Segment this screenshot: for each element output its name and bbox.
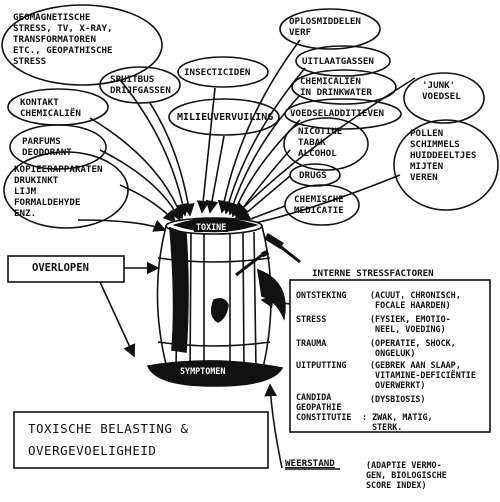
bubble-pollution [168,98,280,136]
bubble-junk [403,72,485,124]
weerstand-label: WEERSTAND [285,458,335,469]
weerstand-desc: (ADAPTIE VERMO- GEN, BIOLOGISCHE SCORE I… [366,460,447,490]
influence-drugs: DRUGS [299,170,327,181]
stress-desc: (OPERATIE, SHOCK, ONGELUK) [370,338,456,358]
stress-term: TRAUMA [296,338,327,348]
stress-term: STRESS [296,314,327,324]
bubble-medication [284,184,360,226]
symptomen-label: SYMPTOMEN [178,366,228,376]
stress-desc: (ACUUT, CHRONISCH, FOCALE HAARDEN) [370,290,461,310]
bubble-pollen [393,119,499,211]
influence-pollen: POLLEN SCHIMMELS HUIDDEELTJES MIJTEN VER… [410,128,477,183]
stress-desc: : ZWAK, MATIG, STERK. [362,412,433,432]
toxine-label: TOXINE [194,222,229,232]
stress-desc: (FYSIEK, EMOTIO- NEEL, VOEDING) [370,314,451,334]
influence-junk-food: 'JUNK' VOEDSEL [422,80,461,102]
stress-term: CANDIDA [296,392,332,402]
influence-drinkwater: CHEMICALIËN IN DRINKWATER [300,76,372,98]
stress-title: INTERNE STRESSFACTOREN [312,268,434,279]
stress-term: CONSTITUTIE [296,412,352,422]
influence-geomagnetic: GEOMAGNETISCHE STRESS, TV, X-RAY, TRANSF… [13,12,113,67]
bubble-solvents [279,8,381,50]
influence-perfume: PARFUMS DEODORANT [22,136,72,158]
bubble-spray [99,66,181,104]
stress-term: ONTSTEKING [296,290,347,300]
diagram-subtitle: OVERGEVOELIGHEID [28,443,157,458]
bubble-nicotine [283,117,369,171]
bubble-copier [3,151,129,229]
diagram-title: TOXISCHE BELASTING & [28,421,189,436]
influence-copier: KOPIEERAPPARATEN DRUKINKT LIJM FORMALDEH… [14,164,103,219]
influence-nicotine: NICOTINE TABAK ALCOHOL [298,126,343,159]
influence-exhaust: UITLAATGASSEN [302,56,374,67]
influence-additives: VOEDSELADDITIEVEN [290,108,385,119]
influence-contact-chemicals: KONTAKT CHEMICALIËN [20,97,81,119]
influence-medication: CHEMISCHE MEDICATIE [294,194,344,216]
bubble-parfum [9,124,107,170]
bubble-geomagnetic [1,4,163,86]
stress-box [289,279,491,433]
influence-pollution: MILIEUVERVUILING [177,112,274,123]
stress-term: UITPUTTING [296,360,347,370]
stress-term: GEOPATHIE [296,402,342,412]
bubble-additives [284,98,402,130]
bubble-insecticides [177,56,269,88]
overlopen-label: OVERLOPEN [32,262,89,274]
title-box [13,411,269,469]
bubble-exhaust [295,45,391,77]
influence-spray: SPUITBUS DRIJFGASSEN [110,74,171,96]
influence-insecticides: INSECTICIDEN [184,67,251,78]
overlopen-box [7,255,125,283]
influence-solvents: OPLOSMIDDELEN VERF [289,16,361,38]
stress-desc: (GEBREK AAN SLAAP, VITAMINE-DEFICIËNTIE … [370,360,476,390]
bubble-drinkwater [291,69,397,105]
stress-desc: (DYSBIOSIS) [370,394,426,404]
